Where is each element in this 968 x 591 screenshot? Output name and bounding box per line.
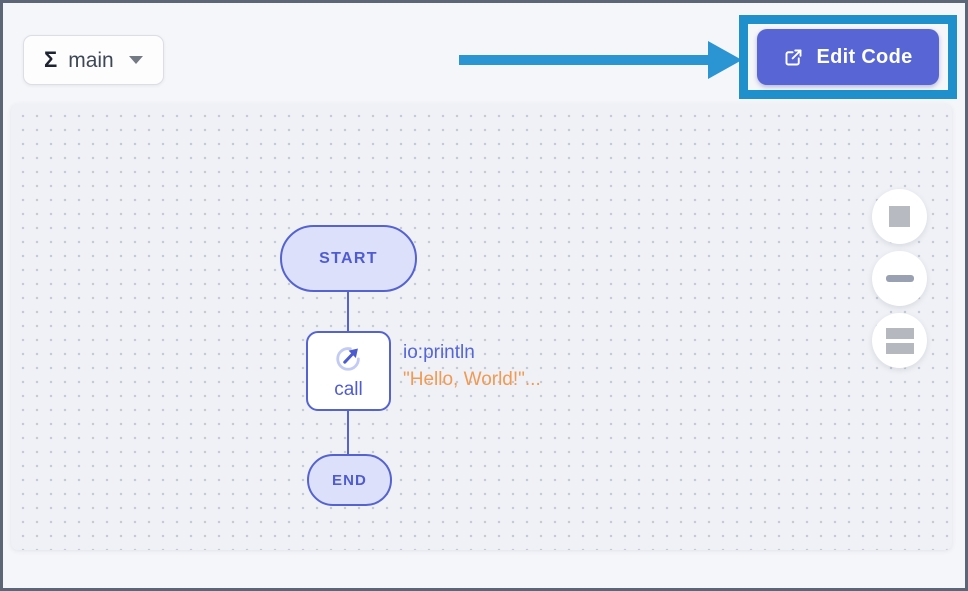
start-node[interactable]: START — [280, 225, 417, 292]
edit-code-label: Edit Code — [816, 45, 913, 68]
function-selector-dropdown[interactable]: Σ main — [23, 35, 164, 85]
annotation-arrow — [455, 39, 745, 81]
fit-to-screen-button[interactable] — [872, 189, 927, 244]
call-arrow-icon — [332, 341, 366, 378]
edit-code-button[interactable]: Edit Code — [757, 29, 939, 85]
fit-width-button[interactable] — [872, 313, 927, 368]
call-node[interactable]: call — [306, 331, 391, 411]
stacked-bars-icon — [885, 327, 914, 354]
zoom-out-button[interactable] — [872, 251, 927, 306]
external-link-icon — [783, 47, 804, 68]
call-annotation: io:println "Hello, World!"... — [403, 342, 541, 391]
call-argument-text: "Hello, World!"... — [403, 368, 541, 390]
diagram-canvas[interactable]: START call io:println "Hello, World!"...… — [11, 104, 952, 550]
call-function-text: io:println — [403, 342, 475, 363]
sigma-icon: Σ — [44, 47, 58, 72]
connector-start-to-call — [347, 291, 349, 332]
arrow-shaft — [459, 55, 710, 65]
square-icon — [889, 206, 910, 227]
arrow-head — [708, 41, 742, 79]
start-node-label: START — [319, 249, 378, 267]
highlight-frame: Edit Code — [739, 15, 957, 99]
end-node[interactable]: END — [307, 454, 392, 506]
chevron-down-icon — [128, 56, 143, 64]
minus-icon — [885, 275, 914, 282]
connector-call-to-end — [347, 410, 349, 455]
zoom-controls — [872, 189, 928, 368]
function-name-label: main — [68, 48, 114, 72]
call-node-label: call — [334, 379, 363, 400]
end-node-label: END — [332, 471, 367, 489]
